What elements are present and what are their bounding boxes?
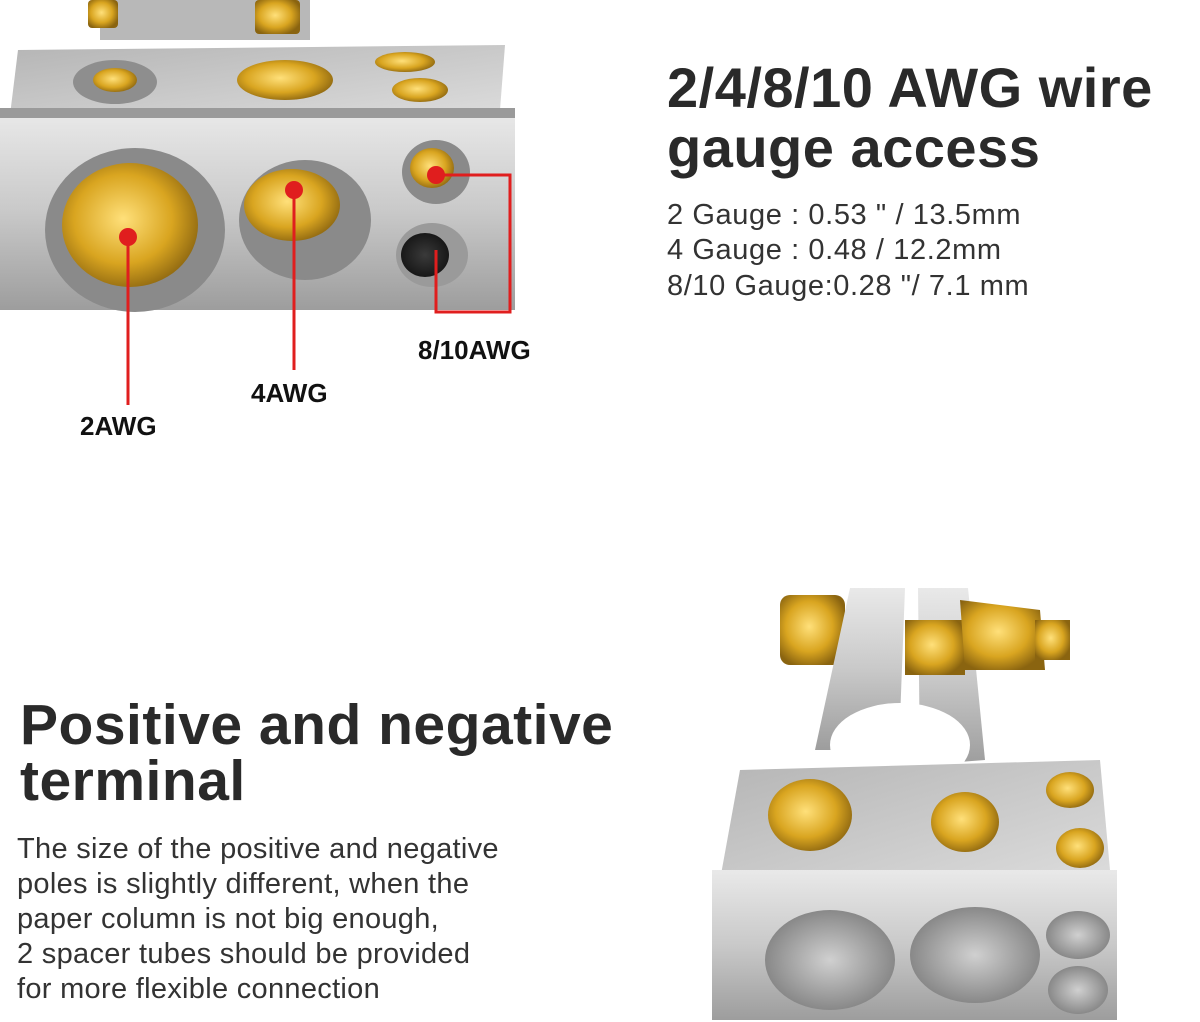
callout-lines [126,173,512,405]
terminal-heading-line1: Positive and negative [20,693,614,757]
top-terminal-block [0,0,515,312]
callout-label-8-10awg: 8/10AWG [418,335,531,365]
spec-heading-line2: gauge access [667,116,1041,179]
spec-line-4-gauge: 4 Gauge : 0.48 / 12.2mm [667,234,1002,266]
spec-heading: 2/4/8/10 AWG wire gauge access [667,58,1200,178]
terminal-description-line-1: The size of the positive and negative [17,833,499,865]
terminal-heading: Positive and negative terminal [20,693,680,813]
callout-dots [119,166,445,246]
terminal-description-line-5: for more flexible connection [17,973,381,1005]
callout-label-2awg: 2AWG [80,411,157,441]
terminal-description-line-2: poles is slightly different, when the [17,868,470,900]
terminal-description-line-4: 2 spacer tubes should be provided [17,938,471,970]
terminal-description-line-3: paper column is not big enough, [17,903,440,935]
spec-line-8-10-gauge: 8/10 Gauge:0.28 "/ 7.1 mm [667,270,1030,302]
callout-label-4awg: 4AWG [251,378,328,408]
terminal-heading-line2: terminal [20,749,246,813]
bottom-terminal-product [712,588,1117,1020]
spec-line-2-gauge: 2 Gauge : 0.53 " / 13.5mm [667,199,1022,231]
spec-heading-line1: 2/4/8/10 AWG wire [667,56,1153,119]
